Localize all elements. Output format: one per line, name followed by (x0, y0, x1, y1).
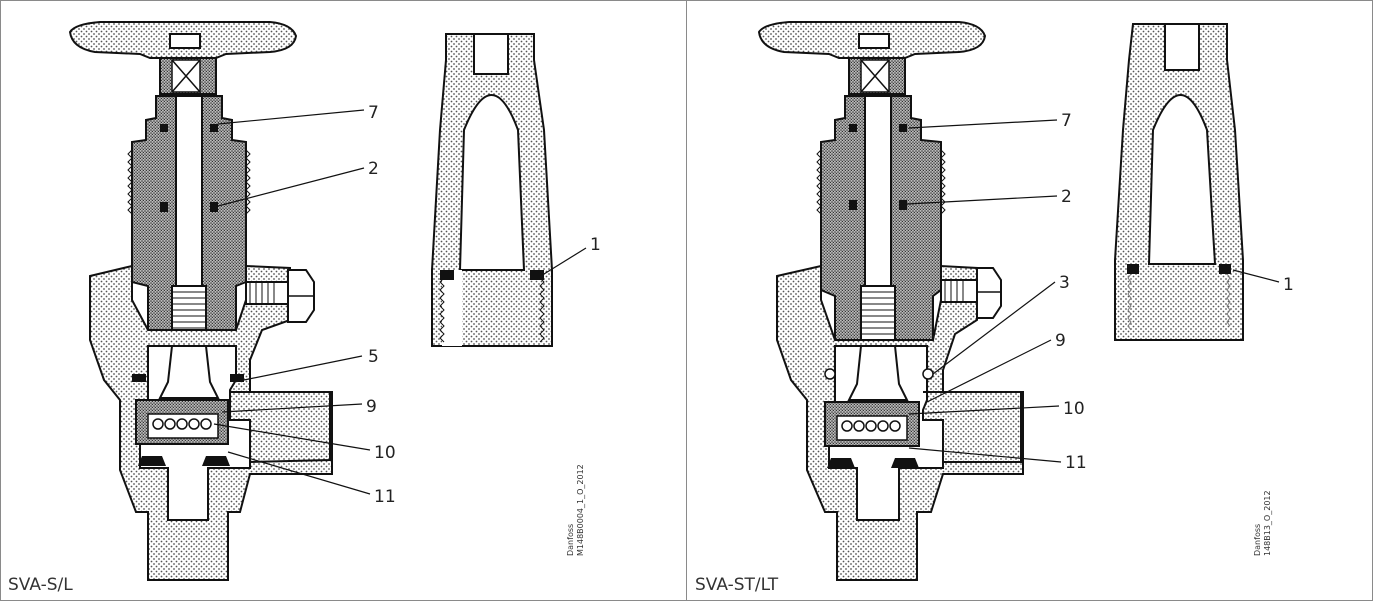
callout-label: 2 (1061, 187, 1072, 207)
credit-text: Danfoss M148B0004_1_O_2012 (566, 464, 586, 556)
callout-label: 2 (368, 159, 379, 179)
seal-7 (160, 124, 168, 132)
seal-2 (160, 202, 168, 212)
callout-label: 7 (1061, 111, 1072, 131)
seat-seal (138, 456, 166, 466)
valve-drawing-sva-s-l: 7 2 5 9 10 11 1 (68, 21, 601, 581)
seal-2 (849, 200, 857, 210)
credit-line-2: 148B13_O_2012 (1263, 490, 1272, 556)
seat-seal (827, 458, 855, 468)
credit-line-1: Danfoss (566, 523, 575, 556)
cap-seal-1 (1127, 264, 1139, 274)
callout-label: 11 (374, 487, 396, 507)
spindle (864, 95, 892, 287)
cap-seal-1 (440, 270, 454, 280)
o-ring-3 (824, 368, 836, 380)
callout-label: 10 (1063, 399, 1085, 419)
valve-cone (158, 345, 220, 399)
side-bolt (940, 279, 978, 303)
spindle (175, 95, 203, 287)
callout-label: 5 (368, 347, 379, 367)
callout-label: 9 (1055, 331, 1066, 351)
panel-sva-st-lt: 7 2 3 9 10 11 1 SVA-ST/LT Danfoss 148B13… (687, 0, 1373, 601)
handwheel-nut (858, 33, 890, 49)
panel-sva-s-l: 7 2 5 9 10 11 1 SVA-S/L Danfoss M148B000… (0, 0, 686, 601)
side-bolt (245, 281, 289, 305)
callout-label: 1 (1283, 275, 1294, 295)
credit-line-1: Danfoss (1253, 523, 1262, 556)
callout-label: 9 (366, 397, 377, 417)
panel-caption: SVA-ST/LT (695, 575, 779, 595)
callout-label: 3 (1059, 273, 1070, 293)
valve-drawing-sva-st-lt: 7 2 3 9 10 11 1 (757, 21, 1294, 581)
handwheel-nut (169, 33, 201, 49)
seal-7 (849, 124, 857, 132)
callout-label: 10 (374, 443, 396, 463)
valve-cone (847, 345, 909, 401)
panel-divider (686, 0, 687, 601)
callout-label: 7 (368, 103, 379, 123)
callout-label: 11 (1065, 453, 1087, 473)
panel-caption: SVA-S/L (8, 575, 73, 595)
credit-line-2: M148B0004_1_O_2012 (576, 464, 585, 556)
credit-text: Danfoss 148B13_O_2012 (1253, 490, 1273, 556)
callout-label: 1 (590, 235, 601, 255)
